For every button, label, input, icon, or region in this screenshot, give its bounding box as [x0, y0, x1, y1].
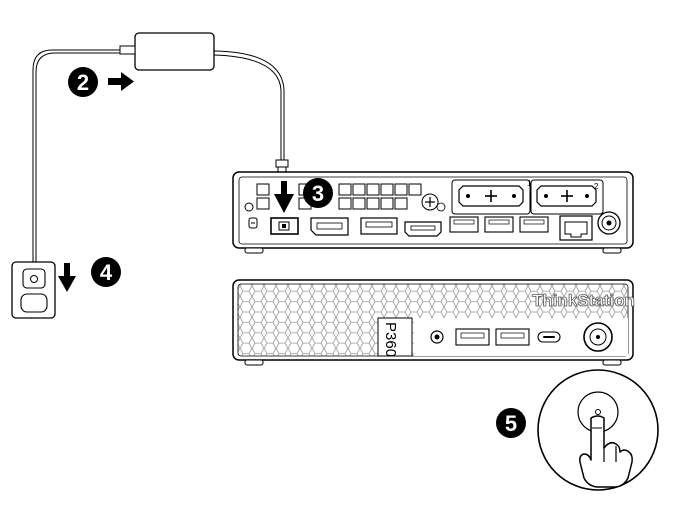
right-arrow-icon [108, 72, 134, 91]
step-4-badge: 4 [91, 257, 121, 287]
front-usb-c-port [537, 331, 561, 343]
front-panel: ThinkStation P360 [232, 279, 635, 366]
step-5-number: 5 [505, 411, 517, 436]
security-lock-slot [244, 202, 258, 229]
step-2-badge: 2 [68, 67, 98, 97]
power-connector-port [270, 217, 299, 235]
serial-port-1-label: 1 [527, 179, 532, 188]
wall-outlet-icon [11, 261, 56, 319]
brand-logo: ThinkStation [532, 291, 635, 310]
power-adapter-icon [119, 32, 215, 71]
down-arrow-icon [58, 263, 76, 292]
step-5-badge: 5 [496, 408, 526, 438]
step-2-number: 2 [77, 70, 89, 95]
step-3-number: 3 [312, 181, 324, 206]
displayport-port [310, 217, 349, 236]
antenna-connector [597, 211, 621, 235]
ethernet-port [559, 215, 593, 241]
model-label: P360 [382, 322, 399, 357]
hdmi-port [404, 221, 442, 237]
dc-cable [213, 50, 285, 160]
front-usb-ports [455, 328, 530, 346]
power-button-icon [583, 322, 613, 352]
serial-port-1: 1 [451, 179, 532, 215]
down-arrow-icon [274, 181, 294, 213]
pointing-hand-icon [579, 415, 633, 488]
rear-usb-ports [449, 216, 549, 233]
serial-port-2: 2 [530, 179, 604, 215]
step-3-badge: 3 [303, 178, 333, 208]
rear-usb-port [360, 217, 398, 235]
ac-cord [32, 49, 120, 262]
serial-port-2-label: 2 [594, 182, 599, 191]
step-4-number: 4 [100, 260, 113, 285]
rear-panel: 1 2 [232, 171, 634, 254]
audio-jack [430, 330, 444, 344]
